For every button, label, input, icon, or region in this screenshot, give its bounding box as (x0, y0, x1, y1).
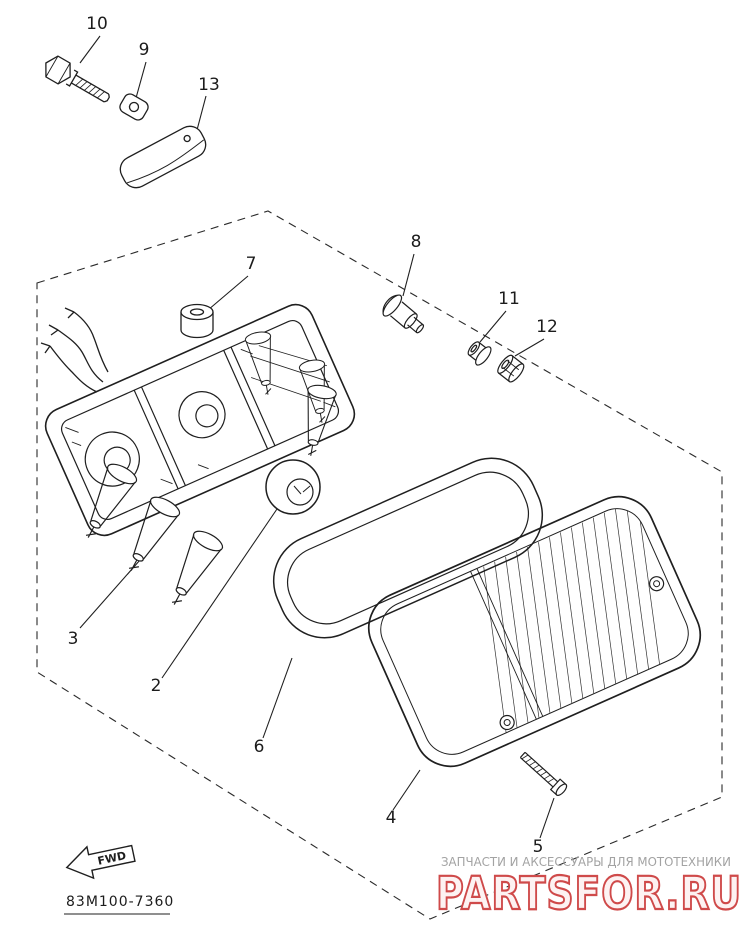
callout-13: 13 (198, 75, 220, 95)
callout-4: 4 (386, 808, 397, 828)
leader-line-6 (262, 657, 293, 739)
callout-2: 2 (151, 676, 162, 696)
callout-6: 6 (254, 737, 265, 757)
leader-line-4 (392, 769, 421, 811)
wire-2 (64, 307, 109, 373)
callout-9: 9 (139, 40, 150, 60)
callout-3: 3 (68, 629, 79, 649)
nut-12-hole (501, 359, 510, 370)
part-nut-11 (467, 341, 492, 366)
leader-line-11 (479, 310, 507, 343)
leader-lines (79, 35, 555, 839)
leader-line-9 (135, 61, 147, 99)
wiring-harness (40, 307, 109, 393)
socket-hole (189, 308, 205, 316)
wire-3 (40, 342, 98, 393)
wire-1 (48, 324, 104, 383)
leader-line-2 (161, 508, 278, 679)
part-screw-5 (519, 751, 568, 796)
part-bulb (265, 459, 321, 515)
lens-ridge-lines (470, 568, 544, 720)
part-bolt-10 (45, 55, 110, 103)
bracket-hole (183, 134, 191, 143)
part-lens (367, 495, 702, 768)
callout-labels: 10 9 13 7 8 11 12 3 2 6 4 5 (68, 14, 558, 857)
socket-bottom-arc (180, 329, 214, 339)
callout-8: 8 (411, 232, 422, 252)
bolt-threads (75, 78, 105, 99)
screw-5-threads (521, 754, 555, 783)
part-gasket (272, 457, 544, 639)
fwd-arrow-outline (65, 844, 136, 880)
part-socket-grommet (180, 303, 214, 339)
bolt-shaft (71, 74, 110, 103)
part-screw-8 (382, 294, 425, 334)
part-washer-9 (119, 93, 149, 121)
bracket-fold-line (126, 139, 205, 184)
leader-line-10 (79, 35, 101, 64)
nut-11-hole (470, 344, 478, 353)
part-code-label: 83M100-7360 (66, 894, 174, 910)
lens-screw-hole-2-center (503, 718, 511, 726)
watermark-brand: PARTSFOR.RU (436, 867, 742, 920)
part-bracket-13 (119, 125, 207, 189)
housing-socket-opening-middle (178, 391, 226, 439)
watermark-tagline: ЗАПЧАСТИ И АКСЕССУАРЫ ДЛЯ МОТОТЕХНИКИ (441, 854, 731, 869)
leader-line-13 (196, 95, 207, 131)
dashed-boundary-outline (36, 210, 723, 920)
callout-11: 11 (498, 289, 520, 309)
bulb-base-circle (286, 478, 314, 506)
bolt-hex-head (45, 55, 71, 85)
callout-5: 5 (533, 837, 544, 857)
lens-hatch-lines (483, 499, 661, 736)
housing-socket-middle-inner (195, 404, 219, 428)
part-nut-12 (497, 354, 525, 383)
washer-hole (128, 101, 140, 113)
leader-line-8 (402, 253, 415, 297)
leader-line-7 (207, 275, 249, 311)
callout-10: 10 (86, 14, 108, 34)
leader-line-3 (79, 559, 141, 629)
fwd-arrow-label: FWD (96, 849, 127, 868)
bulb-filament-marks (293, 485, 311, 495)
housing-dividers (133, 346, 276, 490)
nut-12-facets (502, 360, 520, 377)
lens-screw-hole-2 (499, 714, 515, 731)
fwd-arrow: FWD (65, 844, 136, 880)
lens-screw-hole (649, 576, 665, 592)
lens-screw-hole-center (653, 580, 661, 588)
leader-line-5 (539, 797, 555, 839)
callout-7: 7 (246, 254, 257, 274)
housing-socket-opening-left (84, 431, 140, 487)
housing-corner-ticks (65, 348, 336, 485)
callout-12: 12 (536, 317, 558, 337)
leader-line-12 (514, 338, 545, 357)
